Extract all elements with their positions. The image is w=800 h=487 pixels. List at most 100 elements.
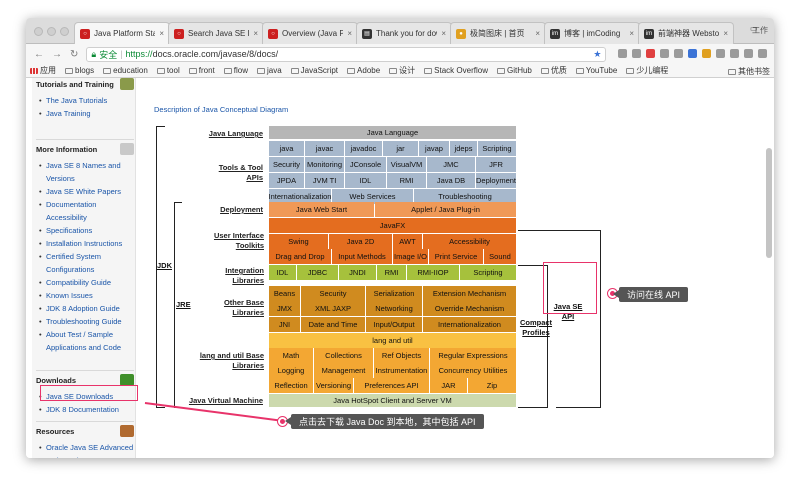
- extension-icon[interactable]: [688, 48, 698, 58]
- section-title-text: More Information: [36, 144, 98, 154]
- bookmark-star-icon[interactable]: ★: [593, 48, 602, 59]
- sidebar-link[interactable]: Oracle Java SE Advanced and Oracle: [36, 441, 134, 458]
- close-tab-icon[interactable]: ×: [535, 29, 540, 38]
- browser-tab[interactable]: ○Java Platform Sta×: [74, 22, 170, 44]
- bookmark-item[interactable]: tool: [156, 66, 180, 75]
- back-arrow-icon[interactable]: ←: [34, 48, 44, 60]
- sidebar-link[interactable]: JDK 8 Adoption Guide: [36, 302, 134, 315]
- close-tab-icon[interactable]: ×: [253, 29, 258, 38]
- bookmark-item[interactable]: java: [256, 66, 282, 75]
- folder-icon: [103, 67, 112, 74]
- new-tab-button[interactable]: ▭: [750, 24, 758, 33]
- menu-kebab-icon[interactable]: ⋮: [772, 49, 774, 60]
- close-tab-icon[interactable]: ×: [723, 29, 728, 38]
- tab-title: Java Platform Sta: [94, 29, 156, 38]
- sidebar-link[interactable]: Java SE White Papers: [36, 185, 134, 198]
- close-tab-icon[interactable]: ×: [347, 29, 352, 38]
- bookmark-item[interactable]: front: [188, 66, 215, 75]
- bookmark-item[interactable]: 应用: [30, 65, 56, 76]
- close-window-button[interactable]: [34, 27, 43, 36]
- extension-icon[interactable]: [674, 48, 684, 58]
- layer-label[interactable]: User Interface Toolkits: [213, 231, 264, 250]
- sidebar-section-title: Downloads: [36, 374, 134, 386]
- bracket-line: [518, 407, 548, 408]
- reload-icon[interactable]: ↻: [70, 48, 79, 60]
- sidebar-link[interactable]: About Test / Sample Applications and Cod…: [36, 328, 134, 354]
- compact-profiles-label[interactable]: Compact Profiles: [519, 318, 553, 337]
- extension-icon[interactable]: [618, 48, 628, 58]
- extension-icon[interactable]: [730, 48, 740, 58]
- other-bookmarks[interactable]: 其他书签: [728, 66, 770, 77]
- extension-icon[interactable]: [632, 48, 642, 58]
- bookmark-item[interactable]: 少儿编程: [626, 65, 668, 76]
- java-se-api-highlight: [543, 262, 597, 314]
- extension-icon[interactable]: [702, 48, 712, 58]
- folder-icon: [65, 67, 73, 74]
- tab-strip: ○Java Platform Sta×○Search Java SE D×○Ov…: [26, 18, 774, 44]
- bookmark-item[interactable]: 优质: [540, 65, 567, 76]
- jdk-label[interactable]: JDK: [157, 261, 173, 270]
- tab-favicon-icon: im: [644, 28, 654, 39]
- extension-icon[interactable]: [744, 48, 754, 58]
- layer-label[interactable]: Deployment: [220, 205, 263, 214]
- scrollbar[interactable]: [766, 148, 772, 258]
- bookmark-item[interactable]: blogs: [65, 66, 94, 75]
- browser-tab[interactable]: ○Search Java SE D×: [168, 22, 264, 44]
- browser-tab[interactable]: ●极简图床 | 首页×: [450, 22, 546, 44]
- forward-arrow-icon[interactable]: →: [52, 48, 62, 60]
- tab-title: Thank you for dow: [376, 29, 438, 38]
- bookmark-item[interactable]: JavaScript: [290, 66, 339, 75]
- sidebar-link[interactable]: Troubleshooting Guide: [36, 315, 134, 328]
- extension-icon[interactable]: [716, 48, 726, 58]
- layer-label[interactable]: Java Virtual Machine: [188, 396, 263, 405]
- browser-window: ○Java Platform Sta×○Search Java SE D×○Ov…: [26, 18, 774, 458]
- bookmark-item[interactable]: education: [103, 66, 148, 75]
- bookmark-item[interactable]: Stack Overflow: [424, 66, 488, 75]
- diagram-description-link[interactable]: Description of Java Conceptual Diagram: [154, 105, 289, 114]
- layer-label[interactable]: Tools & Tool APIs: [218, 163, 263, 182]
- diagram-cell: IDL: [345, 173, 386, 188]
- profile-label[interactable]: 工作: [752, 26, 768, 35]
- sidebar-link[interactable]: JDK 8 Documentation: [36, 403, 134, 416]
- sidebar-link[interactable]: The Java Tutorials: [36, 94, 134, 107]
- browser-tab[interactable]: ○Overview (Java Pl×: [262, 22, 358, 44]
- sidebar-link[interactable]: Certified System Configurations: [36, 250, 134, 276]
- diagram-cell: Versioning: [314, 378, 353, 393]
- bookmark-label: JavaScript: [300, 66, 339, 75]
- folder-icon: [626, 67, 635, 74]
- sidebar-link[interactable]: Java SE 8 Names and Versions: [36, 159, 134, 185]
- bookmark-item[interactable]: YouTube: [575, 66, 617, 75]
- jre-label[interactable]: JRE: [176, 300, 191, 309]
- extension-icon[interactable]: [646, 48, 656, 58]
- sidebar-link[interactable]: Specifications: [36, 224, 134, 237]
- close-tab-icon[interactable]: ×: [629, 29, 634, 38]
- extension-icon[interactable]: [758, 48, 768, 58]
- zoom-window-button[interactable]: [60, 27, 69, 36]
- bookmark-item[interactable]: 设计: [389, 65, 415, 76]
- browser-tab[interactable]: ▤Thank you for dow×: [356, 22, 452, 44]
- diagram-cell: Accessibility: [423, 234, 516, 249]
- layer-label[interactable]: Integration Libraries: [225, 266, 264, 285]
- sidebar-section: Tutorials and TrainingThe Java Tutorials…: [36, 78, 134, 120]
- bookmark-item[interactable]: GitHub: [496, 66, 532, 75]
- address-bar[interactable]: 🔒︎ 安全 | https://docs.oracle.com/javase/8…: [86, 46, 607, 62]
- sidebar-link[interactable]: Installation Instructions: [36, 237, 134, 250]
- close-tab-icon[interactable]: ×: [441, 29, 446, 38]
- layer-label[interactable]: lang and util Base Libraries: [199, 351, 264, 370]
- layer-label[interactable]: Java Language: [208, 129, 263, 138]
- close-tab-icon[interactable]: ×: [159, 29, 164, 38]
- java-se-api-label[interactable]: Java SE API: [553, 302, 583, 321]
- section-title-text: Downloads: [36, 375, 77, 385]
- layer-label[interactable]: Other Base Libraries: [223, 298, 264, 317]
- bookmark-item[interactable]: Adobe: [347, 66, 380, 75]
- sidebar-link[interactable]: Java Training: [36, 107, 134, 120]
- sidebar-link[interactable]: Known Issues: [36, 289, 134, 302]
- sidebar-link[interactable]: Documentation Accessibility: [36, 198, 134, 224]
- bookmark-item[interactable]: flow: [223, 66, 248, 75]
- sidebar-section-title: Tutorials and Training: [36, 78, 134, 90]
- extension-icon[interactable]: [660, 48, 670, 58]
- minimize-window-button[interactable]: [47, 27, 56, 36]
- sidebar-link[interactable]: Compatibility Guide: [36, 276, 134, 289]
